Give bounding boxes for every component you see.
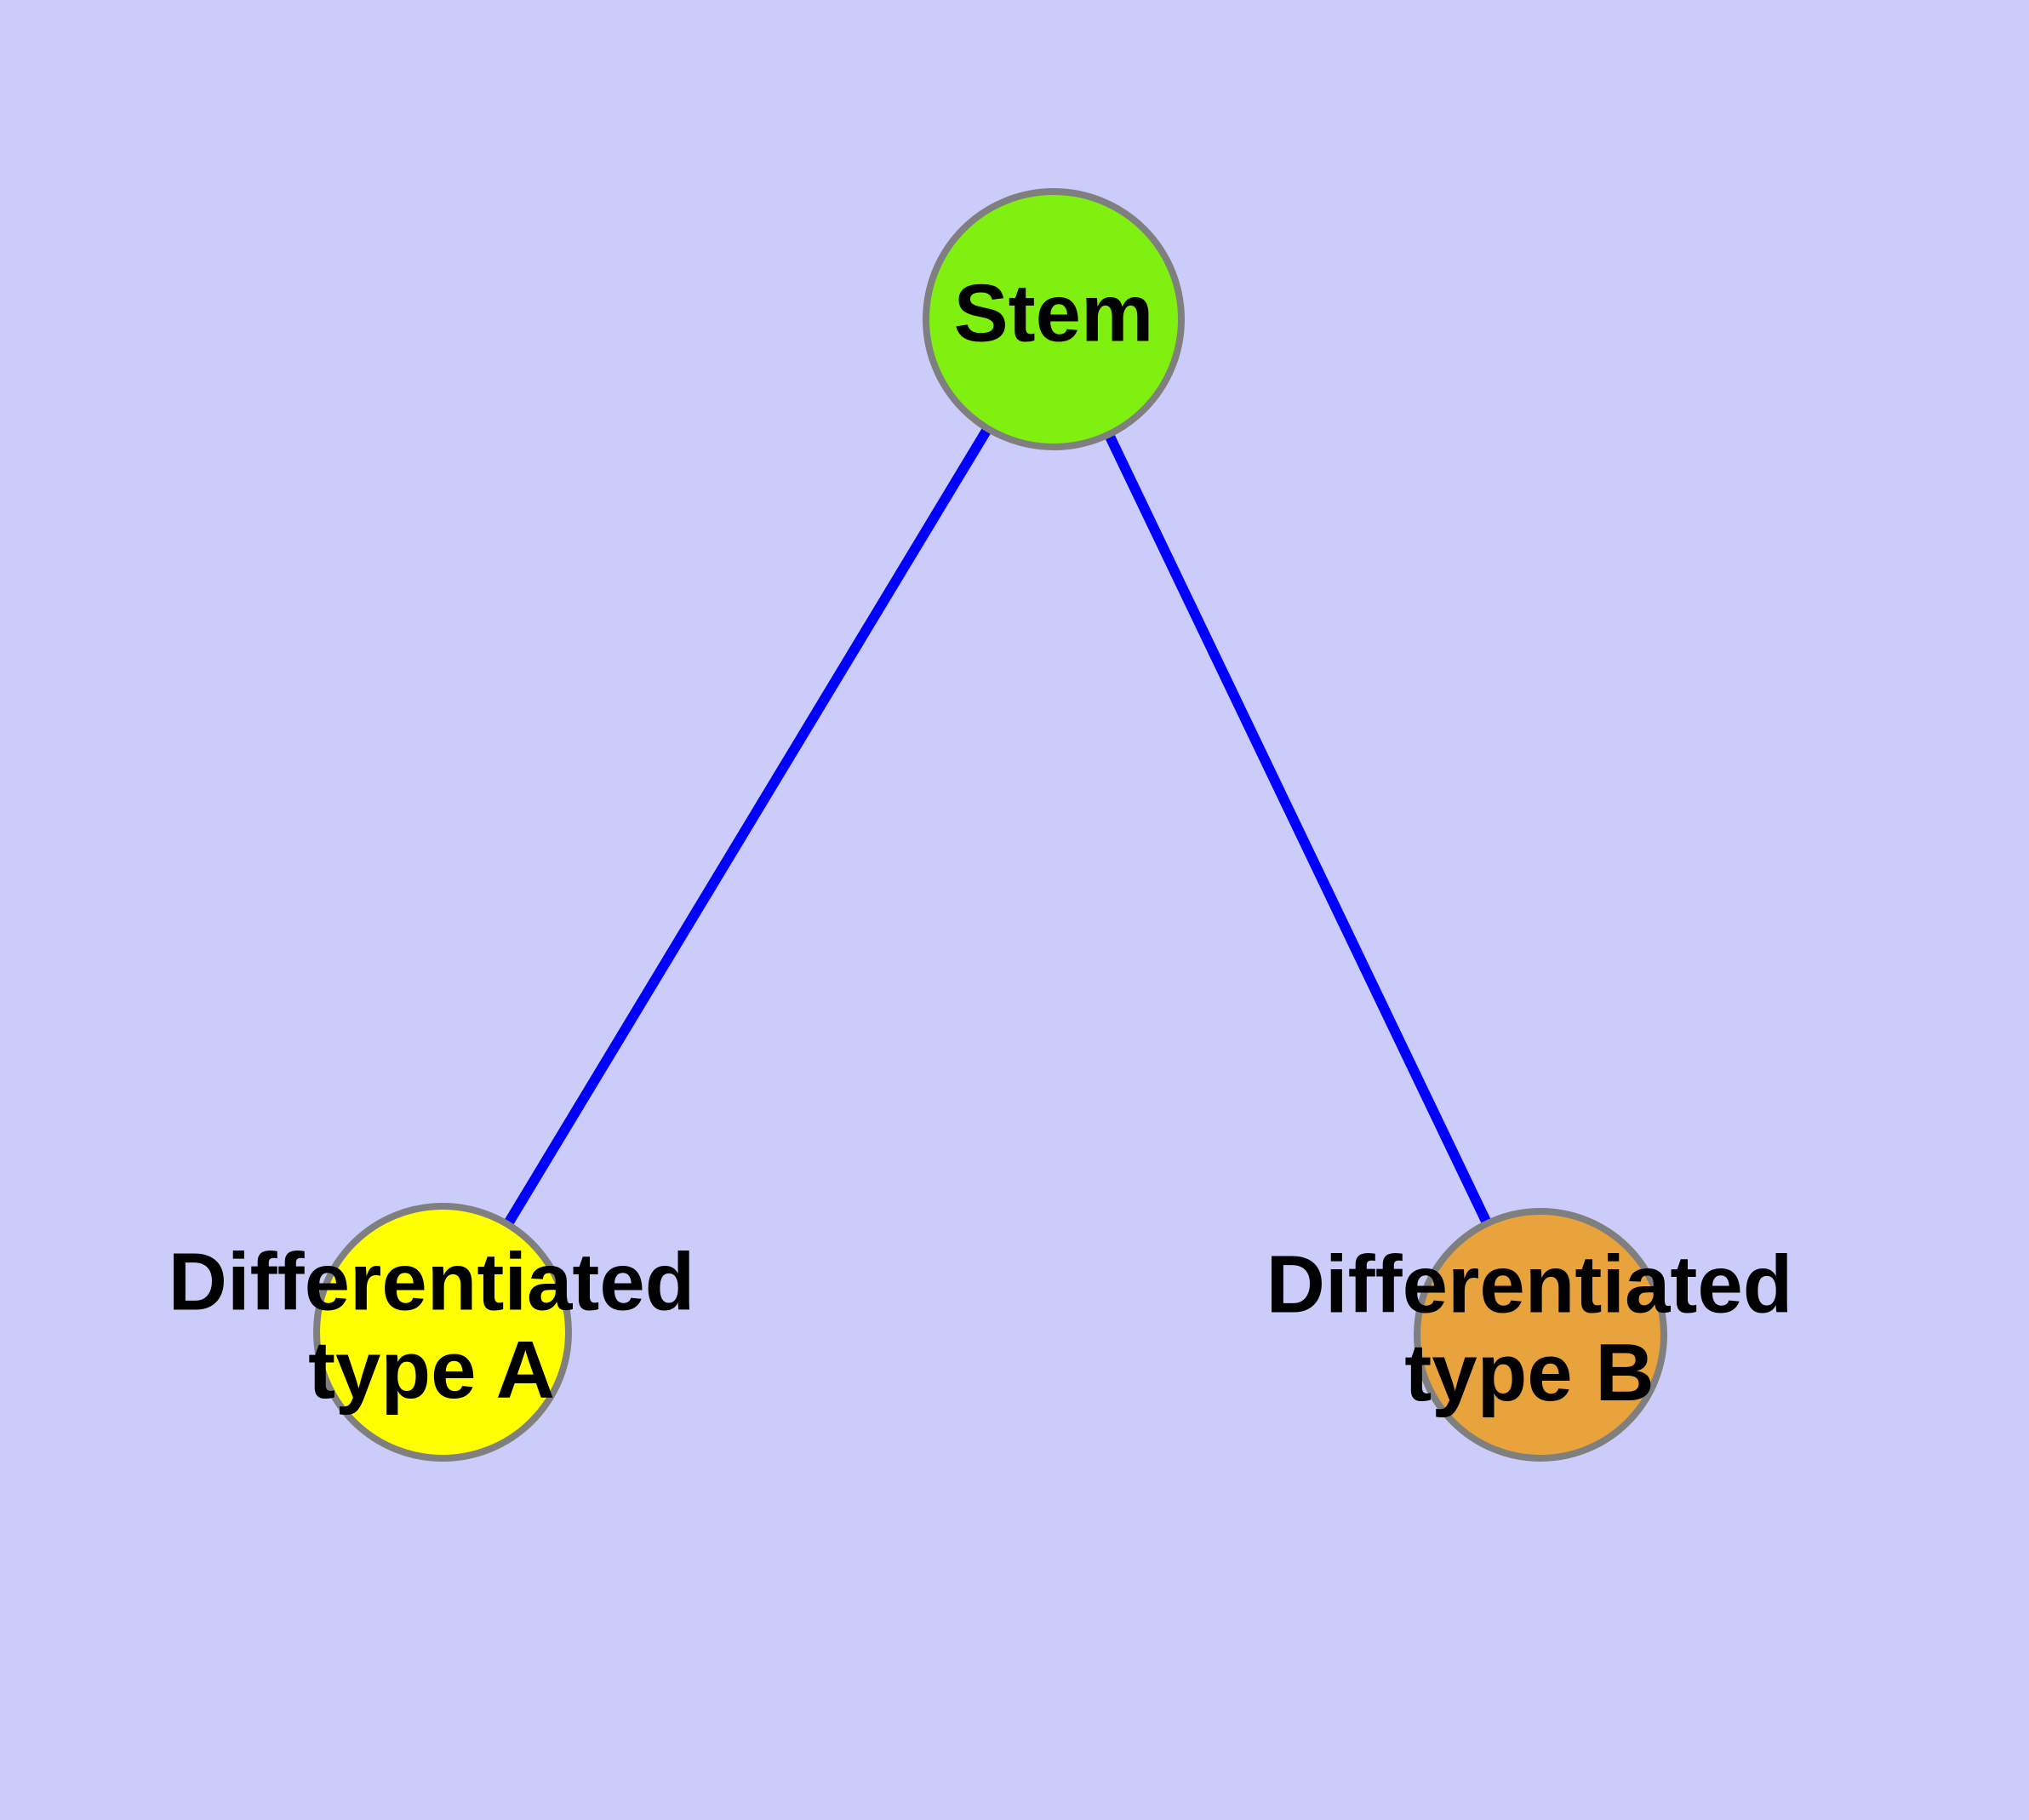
graph-edge-stem-to-b	[1104, 432, 1492, 1226]
node-label-stem-line-1: Stem	[954, 267, 1154, 358]
node-label-diff_a-line-2: type A	[308, 1325, 555, 1416]
edge-layer	[503, 426, 1492, 1228]
node-label-diff_b-line-1: Differentiated	[1266, 1239, 1793, 1331]
node-label-diff_a-line-1: Differentiated	[169, 1237, 695, 1328]
node-label-diff_b-line-2: type B	[1404, 1327, 1654, 1418]
node-circle-diff_b[interactable]	[1414, 1208, 1667, 1462]
node-circle-stem[interactable]	[923, 188, 1185, 450]
node-circle-diff_a[interactable]	[313, 1203, 572, 1462]
graph-node-stem[interactable]: Stem	[923, 188, 1185, 450]
graph-edge-stem-to-a	[503, 426, 992, 1228]
